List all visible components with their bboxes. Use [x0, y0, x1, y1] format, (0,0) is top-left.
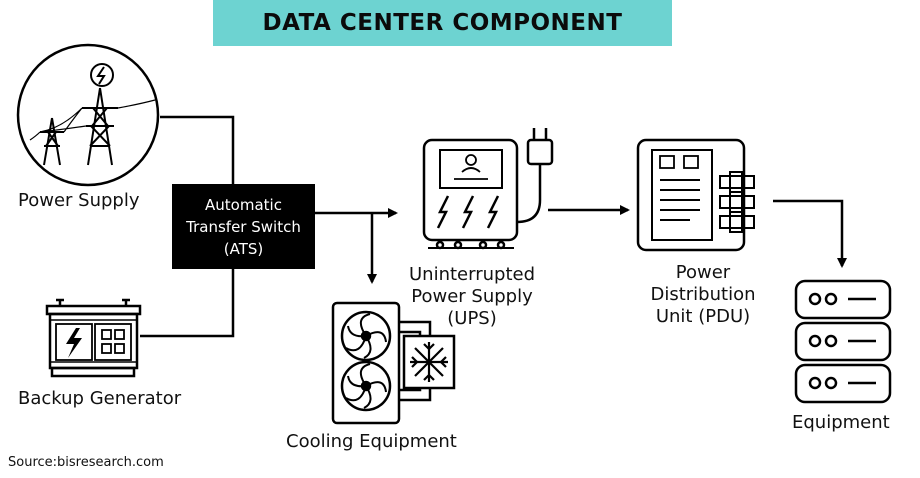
- ups-label: Uninterrupted Power Supply (UPS): [404, 264, 540, 330]
- cooling-icon: [331, 301, 456, 425]
- equipment-label: Equipment: [792, 412, 890, 433]
- cooling-equipment-label: Cooling Equipment: [286, 431, 457, 452]
- backup-generator-label: Backup Generator: [18, 388, 182, 409]
- ups-label-line-1: Uninterrupted: [409, 264, 535, 285]
- page-title: DATA CENTER COMPONENT: [262, 10, 623, 36]
- pdu-label-line-3: Unit (PDU): [655, 306, 751, 327]
- ats-label-line-2: Transfer Switch: [186, 217, 301, 236]
- pdu-label: Power Distribution Unit (PDU): [634, 262, 772, 328]
- connector-power-to-ats: [160, 115, 235, 184]
- title-banner: DATA CENTER COMPONENT: [213, 0, 672, 46]
- generator-icon: [45, 298, 142, 378]
- ats-node: Automatic Transfer Switch (ATS): [172, 184, 315, 269]
- ups-label-line-3: (UPS): [447, 308, 497, 329]
- ups-icon: [422, 128, 554, 250]
- ats-label-line-3: (ATS): [223, 239, 264, 258]
- connector-generator-to-ats: [140, 269, 235, 338]
- server-rack-icon: [794, 279, 892, 404]
- connectors: [140, 115, 847, 338]
- power-supply-label: Power Supply: [18, 190, 140, 211]
- pdu-icon: [636, 138, 755, 252]
- pdu-label-line-1: Power: [675, 262, 731, 283]
- pdu-label-line-2: Distribution: [650, 284, 756, 305]
- power-tower-icon: [16, 43, 160, 187]
- source-credit: Source:bisresearch.com: [8, 455, 164, 470]
- ups-label-line-2: Power Supply: [411, 286, 533, 307]
- ats-label-line-1: Automatic: [205, 195, 282, 214]
- arrow-pdu-to-equipment: [773, 199, 847, 268]
